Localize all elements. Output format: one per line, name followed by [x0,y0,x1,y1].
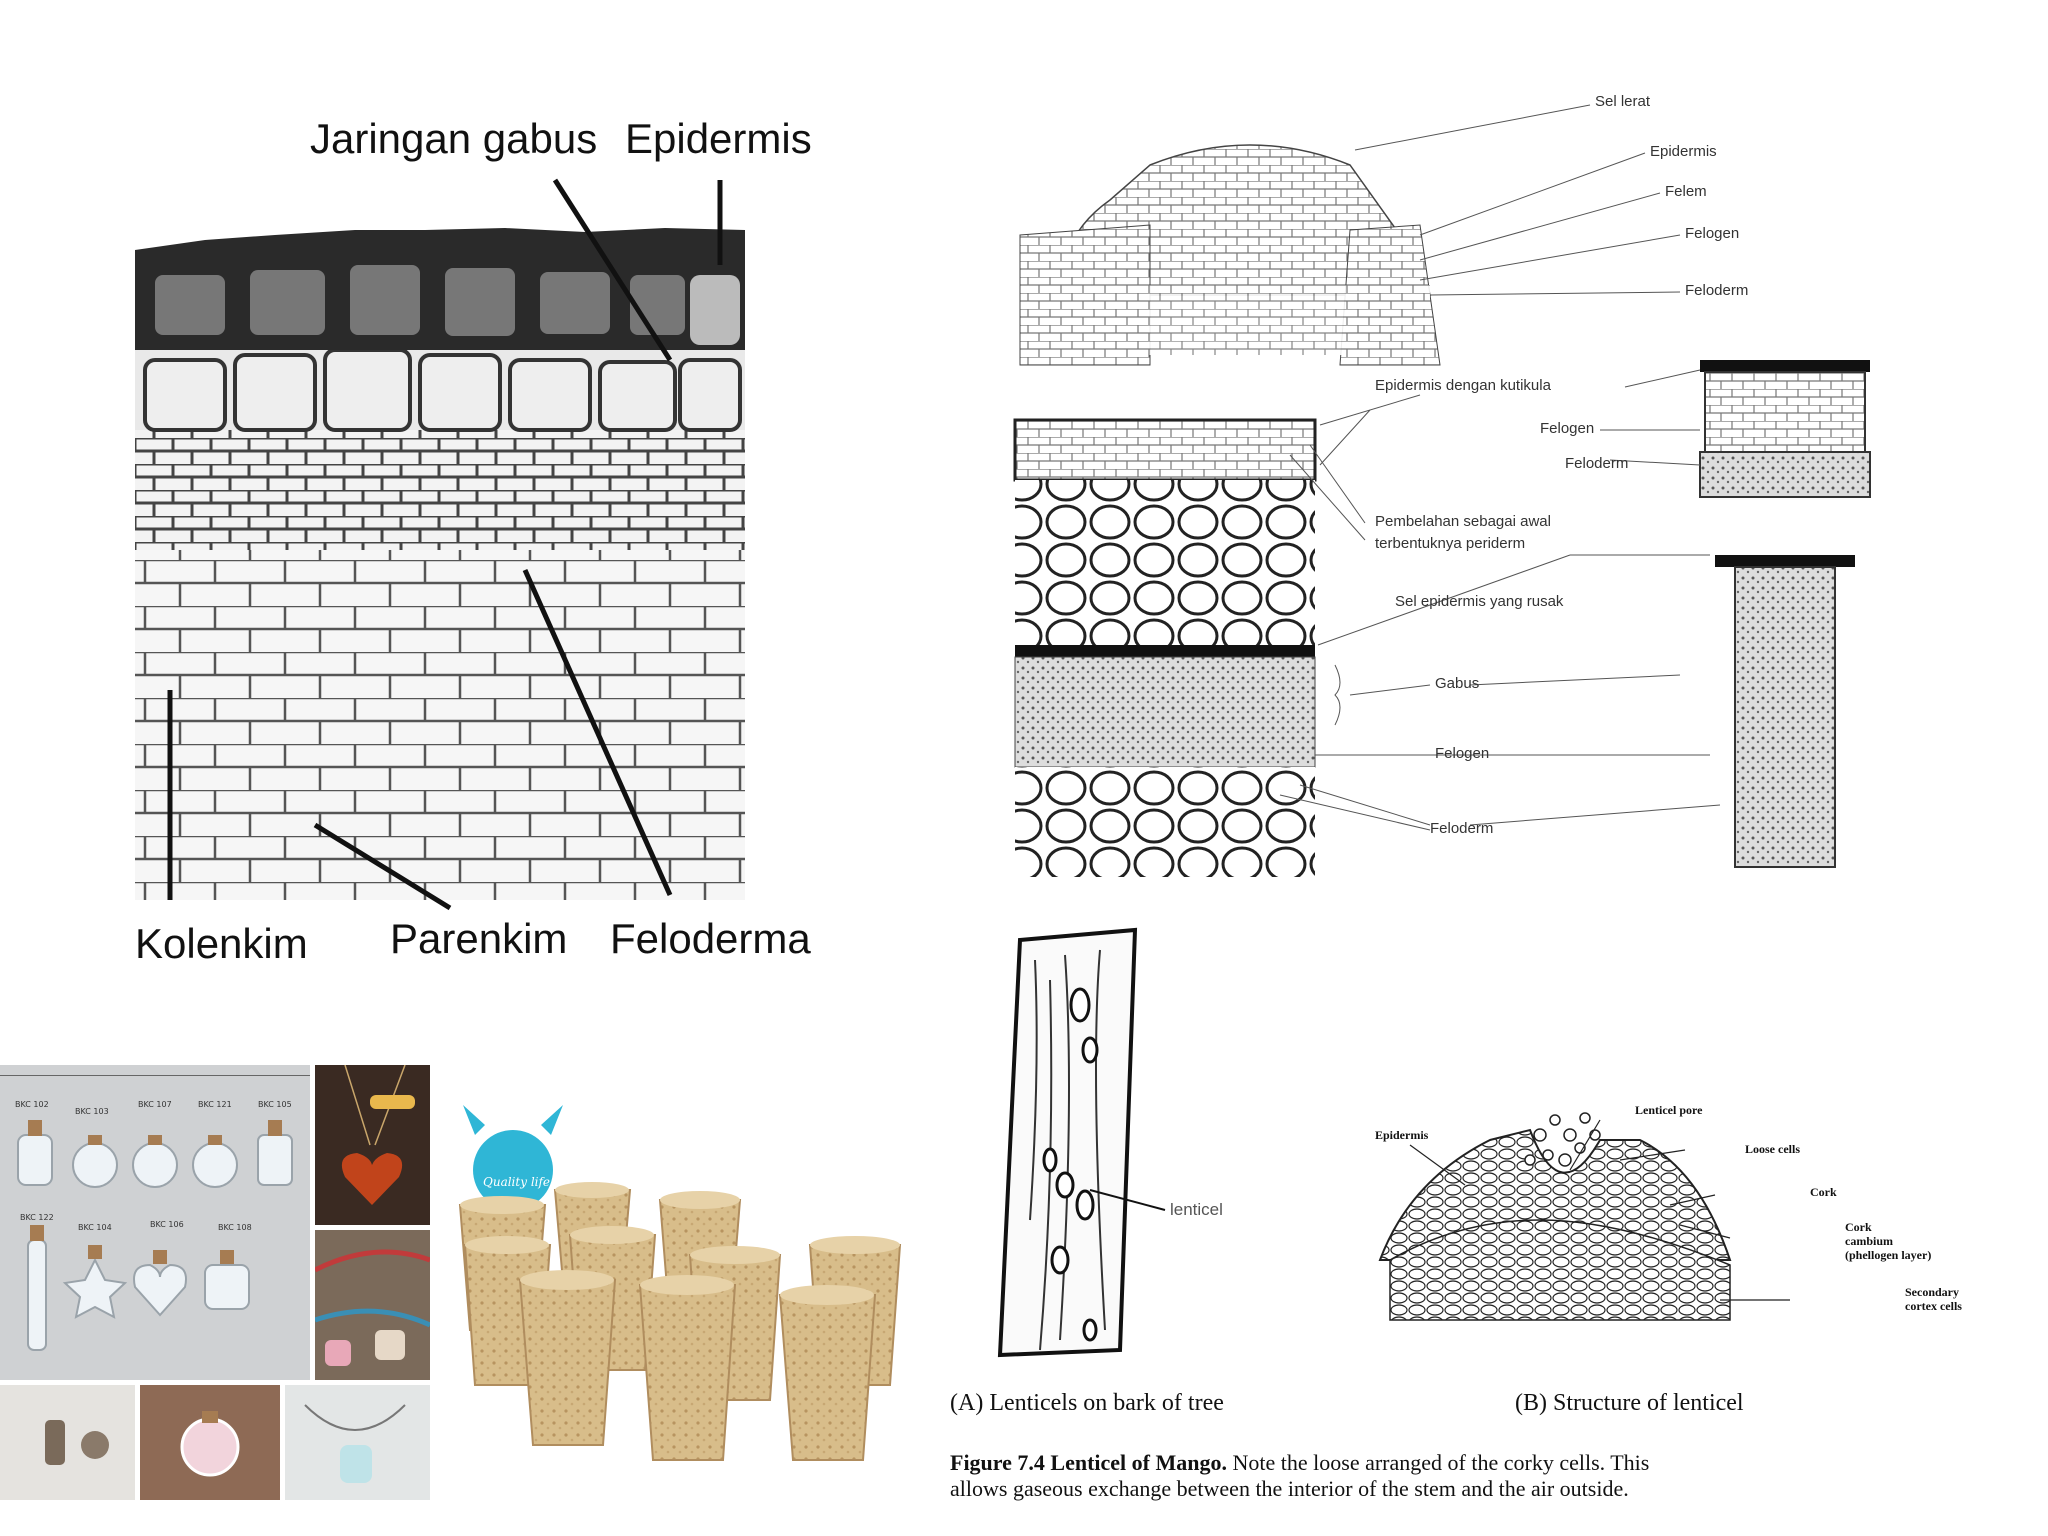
bottle-code: BKC 103 [75,1107,109,1116]
label-phellogen-top: Felogen [1685,225,1740,242]
label-cork-cambium-2: cambium [1845,1234,1893,1248]
caption-b: (B) Structure of lenticel [1515,1390,1744,1416]
label-epidermis: Epidermis [625,115,812,162]
label-phelloderm: Feloderma [610,915,811,962]
label-cork-cambium: Cork [1845,1220,1872,1234]
label-lenticel: lenticel [1170,1200,1223,1219]
bottle-code: BKC 104 [78,1223,112,1232]
cork-stoppers-illustration [458,1105,902,1461]
label-phelloderm-mid: Feloderm [1565,455,1629,472]
blue-bottle-photo [285,1385,430,1500]
keychain-photo [0,1385,135,1500]
bottles-photo-collage: BKC 102 BKC 103 BKC 107 BKC 121 BKC 105 … [0,1065,430,1500]
bottle-code: BKC 108 [218,1223,252,1232]
caption-a: (A) Lenticels on bark of tree [950,1390,1224,1416]
necklace-photo [315,1065,430,1225]
label-loose-cells: Loose cells [1745,1142,1800,1156]
label-cork: Gabus [1435,675,1480,692]
label-filling-cells: Sel lerat [1595,93,1651,110]
periderm-drawings-panel: Sel lerat Epidermis Felem Felogen Felode… [1000,85,1900,885]
bottle-bracelet-photo [315,1230,430,1380]
pink-bottle-illustration [180,1411,240,1477]
label-epidermis-b: Epidermis [1375,1128,1429,1142]
label-cork-tissue: Jaringan gabus [310,115,598,162]
bottle-code: BKC 106 [150,1220,184,1229]
lenticel-drawings [997,927,1790,1358]
label-division-line2: terbentuknya periderm [1375,535,1526,552]
label-phellogen-mid: Felogen [1540,420,1595,437]
label-epidermis-cuticle: Epidermis dengan kutikula [1375,377,1551,394]
blue-bottle-illustration [304,1404,406,1483]
label-phellem: Felem [1665,183,1707,200]
label-secondary-cortex-2: cortex cells [1905,1299,1962,1313]
keychain-illustration [45,1420,109,1465]
label-collenchyma: Kolenkim [135,920,308,967]
label-division-line1: Pembelahan sebagai awal [1375,513,1551,530]
brand-logo [463,1105,563,1210]
glass-bottles-illustration [17,1120,293,1351]
bottle-code: BKC 107 [138,1100,172,1109]
brand-logo-text: Quality life [483,1175,551,1189]
micrograph-illustration [135,178,745,911]
pink-bottle-photo [140,1385,280,1500]
figure-caption-line1: Figure 7.4 Lenticel of Mango. Note the l… [950,1450,1649,1476]
label-phelloderm-bottom: Feloderm [1430,820,1494,837]
micrograph-panel: Jaringan gabus Epidermis Kolenkim Parenk… [125,100,885,990]
lenticel-figure: lenticel Epidermis Lenticel pore Loose c… [940,920,2030,1520]
label-secondary-cortex: Secondary [1905,1285,1959,1299]
bottle-code: BKC 121 [198,1100,232,1109]
label-phellogen-bottom: Felogen [1435,745,1490,762]
label-lenticel-pore: Lenticel pore [1635,1103,1703,1117]
periderm-illustration [1013,104,1871,877]
label-phelloderm-top: Feloderm [1685,282,1749,299]
bottle-code: BKC 122 [20,1213,54,1222]
label-phellogen-layer: (phellogen layer) [1845,1248,1932,1262]
label-parenchyma: Parenkim [390,915,568,962]
figure-caption-title: Figure 7.4 Lenticel of Mango. [950,1450,1227,1475]
label-damaged-epidermis: Sel epidermis yang rusak [1395,593,1564,610]
label-cork-b: Cork [1810,1185,1837,1199]
bottles-catalog-photo: BKC 102 BKC 103 BKC 107 BKC 121 BKC 105 … [0,1065,310,1380]
figure-caption-text: Note the loose arranged of the corky cel… [1227,1450,1650,1475]
cork-stoppers-photo: Quality life [455,1095,925,1475]
label-epidermis-top: Epidermis [1650,143,1717,160]
figure-caption-line2: allows gaseous exchange between the inte… [950,1476,1629,1501]
bottle-code: BKC 102 [15,1100,49,1109]
bracelet-illustration [315,1249,430,1366]
bottle-code: BKC 105 [258,1100,292,1109]
heart-pendant-illustration [341,1065,415,1205]
divider-line [0,1075,310,1076]
